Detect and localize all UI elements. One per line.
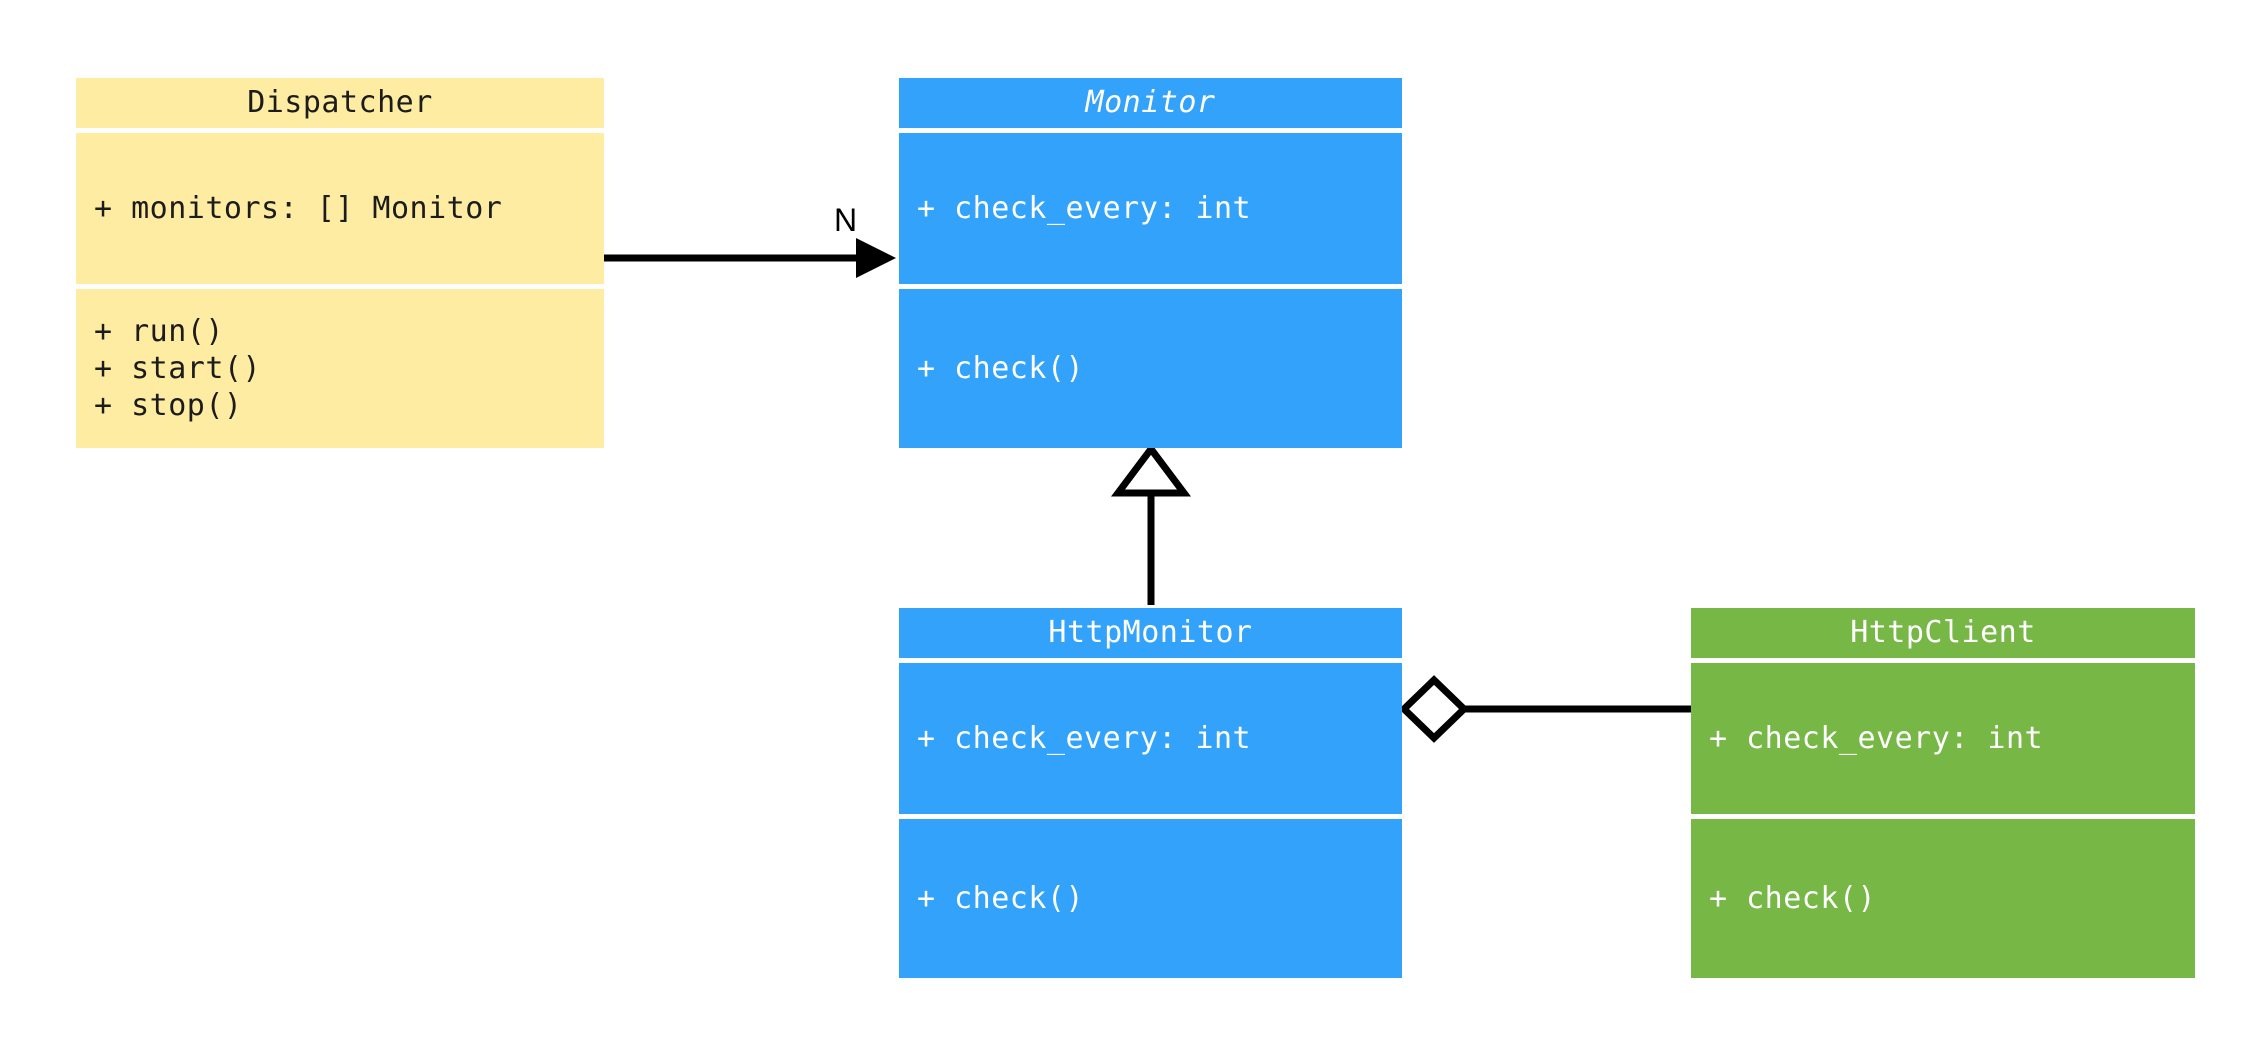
method-row: + stop() [94,388,243,423]
attribute-row: + monitors: [] Monitor [94,191,503,226]
class-title-http-monitor: HttpMonitor [899,608,1402,658]
class-methods-monitor: + check() [899,289,1402,448]
class-methods-http-monitor: + check() [899,819,1402,978]
method-row: + check() [1709,881,1877,916]
class-title-dispatcher: Dispatcher [76,78,604,128]
class-attributes-monitor: + check_every: int [899,133,1402,284]
aggregation-diamond [1398,675,1470,743]
association-arrowhead [856,238,896,278]
attribute-row: + check_every: int [917,721,1252,756]
class-attributes-dispatcher: + monitors: [] Monitor [76,133,604,284]
association-multiplicity-label: N [834,202,858,238]
class-attributes-http-client: + check_every: int [1691,663,2195,814]
method-row: + run() [94,314,224,349]
class-box-http-client[interactable]: HttpClient + check_every: int + check() [1691,608,2195,978]
method-row: + start() [94,351,262,386]
attribute-row: + check_every: int [1709,721,2044,756]
method-row: + check() [917,351,1085,386]
class-title-http-client: HttpClient [1691,608,2195,658]
class-box-http-monitor[interactable]: HttpMonitor + check_every: int + check() [899,608,1402,978]
class-methods-dispatcher: + run() + start() + stop() [76,289,604,448]
class-title-monitor: Monitor [899,78,1402,128]
association-dispatcher-to-monitor [604,238,896,278]
aggregation-httpmonitor-to-httpclient [1398,675,1691,743]
generalization-httpmonitor-to-monitor [1111,443,1191,605]
generalization-triangle [1111,443,1191,497]
class-box-dispatcher[interactable]: Dispatcher + monitors: [] Monitor + run(… [76,78,604,448]
method-row: + check() [917,881,1085,916]
class-box-monitor[interactable]: Monitor + check_every: int + check() [899,78,1402,448]
attribute-row: + check_every: int [917,191,1252,226]
class-methods-http-client: + check() [1691,819,2195,978]
class-attributes-http-monitor: + check_every: int [899,663,1402,814]
